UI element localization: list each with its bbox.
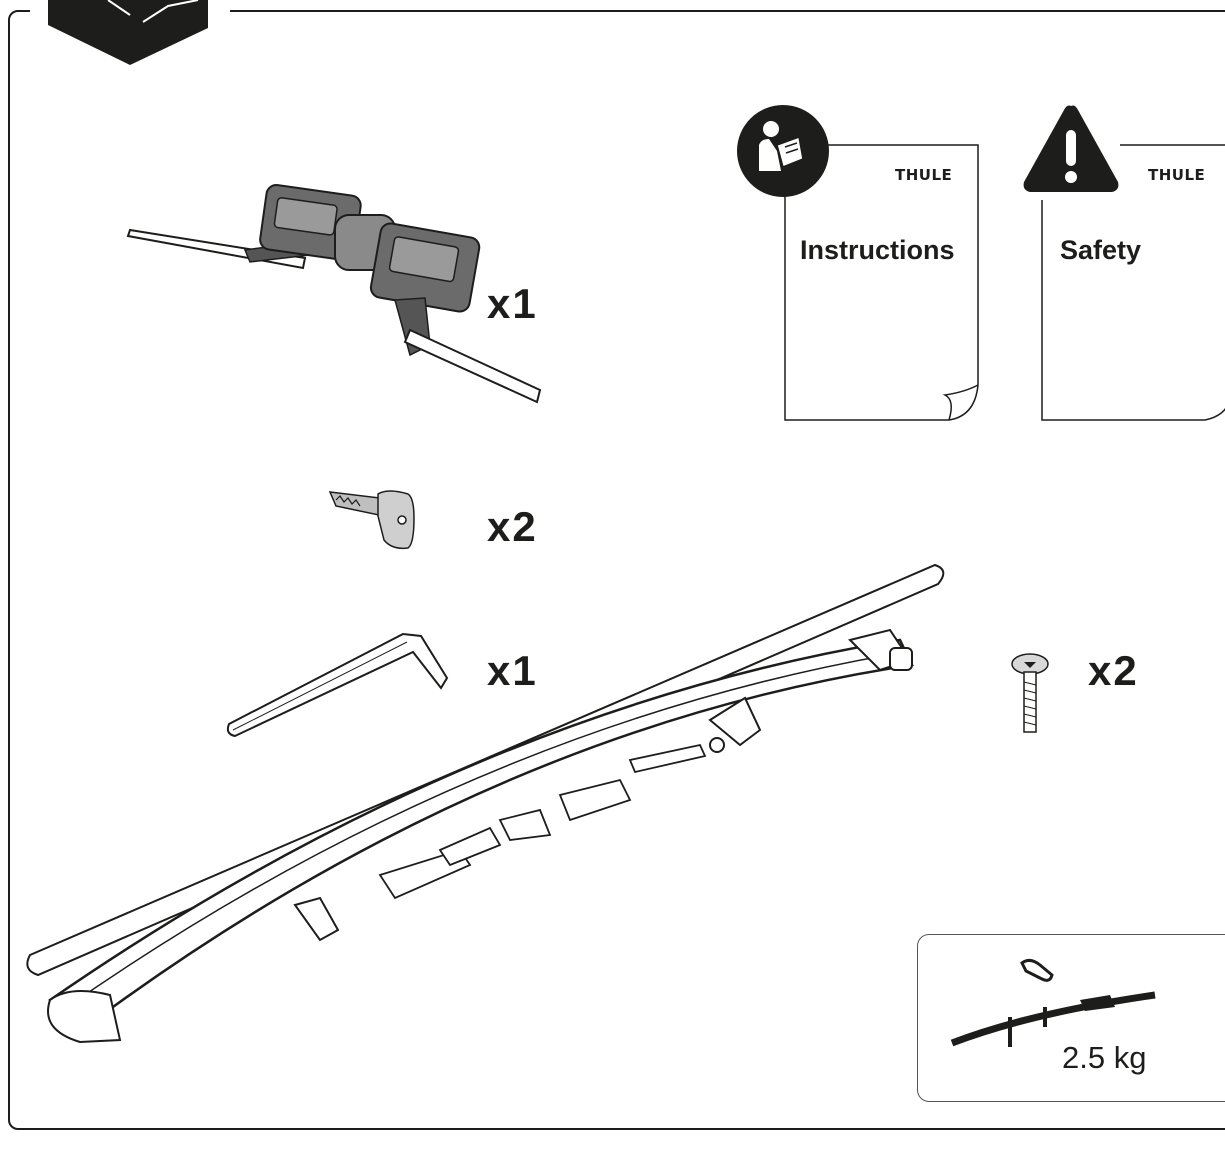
key-illustration [328, 490, 415, 550]
safety-document: THULE Safety [1020, 100, 1225, 425]
weight-box [917, 934, 1225, 1102]
carrier-weight-icon [950, 958, 1156, 1047]
key-quantity: x2 [487, 503, 538, 550]
safety-title: Safety [1060, 235, 1142, 265]
box-icon [48, 0, 208, 65]
warning-icon [1023, 105, 1119, 192]
strap-lock-illustration [126, 184, 542, 404]
brand-logo: THULE [895, 166, 953, 184]
instructions-document: THULE Instructions [735, 100, 985, 425]
hex-key-quantity: x1 [487, 647, 538, 694]
brand-logo: THULE [1148, 166, 1206, 184]
screw-quantity: x2 [1088, 647, 1139, 694]
read-instructions-icon [737, 105, 829, 197]
weight-label: 2.5 kg [1062, 1040, 1147, 1075]
screw-illustration [1011, 653, 1049, 733]
strap-lock-quantity: x1 [487, 280, 538, 327]
carrier-rail-illustration [26, 563, 945, 1044]
hex-key-illustration [226, 632, 449, 738]
instructions-title: Instructions [800, 235, 955, 265]
page-frame [8, 10, 1225, 1130]
